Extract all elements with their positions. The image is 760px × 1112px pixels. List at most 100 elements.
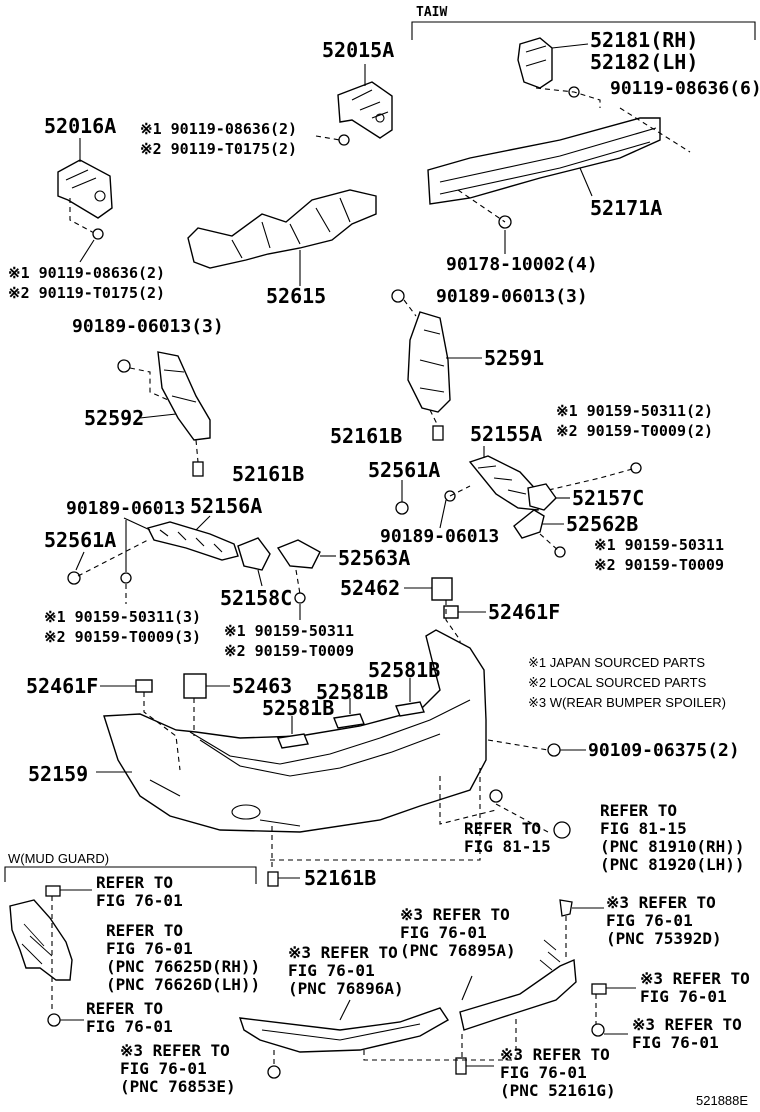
label-90159-T0009-right: ※2 90159-T0009 (594, 556, 724, 574)
taiw-group-bracket (411, 21, 756, 40)
retainer-refer-81-15 (489, 789, 503, 803)
label-52561A-right: 52561A (368, 458, 441, 482)
ref-fig-76-01-bolt[interactable]: REFER TO FIG 76-01 (86, 999, 173, 1036)
bolt-mud-guard-b (47, 1013, 61, 1027)
label-90159-T0009-middle: ※2 90159-T0009 (224, 642, 354, 660)
label-52581B-lower: 52581B (262, 696, 335, 720)
mud-guard (9, 899, 73, 981)
label-52161B-upper: 52161B (330, 424, 403, 448)
bracket-52015A (337, 81, 393, 139)
pad-52581B-c (395, 701, 425, 717)
ref-fig-76-01-mud-guard[interactable]: REFER TO FIG 76-01 (PNC 76625D(RH)) (PNC… (106, 921, 261, 994)
bolt-90159-a (630, 462, 642, 474)
spoiler-76896A (238, 1007, 449, 1053)
label-52563A: 52563A (338, 546, 411, 570)
ref-fig-76-01-75392D[interactable]: ※3 REFER TO FIG 76-01 (PNC 75392D) (606, 893, 722, 948)
label-52016A: 52016A (44, 114, 117, 138)
ref-fig-76-01-clip-right[interactable]: ※3 REFER TO FIG 76-01 (640, 969, 750, 1006)
label-90159-T0009-3: ※2 90159-T0009(3) (44, 628, 202, 646)
label-90178-10002: 90178-10002(4) (446, 254, 598, 275)
pad-52581B-b (333, 713, 365, 729)
clip-52161B-b (192, 461, 204, 477)
label-52581B-upper: 52581B (368, 658, 441, 682)
label-90189-06013-3-left: 90189-06013(3) (72, 316, 224, 337)
legend-japan-sourced: ※1 JAPAN SOURCED PARTS (528, 655, 706, 670)
label-52615: 52615 (266, 284, 327, 308)
label-52592: 52592 (84, 406, 145, 430)
label-90119-T0175-2-lower: ※2 90119-T0175(2) (8, 284, 166, 302)
ref-fig-76-01-76895A[interactable]: ※3 REFER TO FIG 76-01 (PNC 76895A) (400, 905, 516, 960)
absorber-52615 (187, 189, 377, 269)
reinforcement-52171A (427, 117, 661, 205)
ref-fig-81-15-reflector[interactable]: REFER TO FIG 81-15 (PNC 81910(RH)) (PNC … (600, 801, 745, 874)
clip-52161B-a (432, 425, 444, 441)
bolt-52561A-a (395, 501, 409, 515)
label-90159-50311-right: ※1 90159-50311 (594, 536, 724, 554)
taiw-group-title: TAIW (416, 5, 448, 20)
bracket-52181 (517, 37, 553, 89)
bolt-90109 (547, 743, 561, 757)
bolt-90119-b (92, 228, 104, 240)
ref-fig-76-01-76853E[interactable]: ※3 REFER TO FIG 76-01 (PNC 76853E) (120, 1041, 236, 1096)
label-52158C: 52158C (220, 586, 293, 610)
label-90159-50311-2: ※1 90159-50311(2) (556, 402, 714, 420)
pad-52462 (431, 577, 453, 601)
label-52561A-left: 52561A (44, 528, 117, 552)
bolt-90189-b (117, 359, 131, 373)
label-90159-50311-3: ※1 90159-50311(3) (44, 608, 202, 626)
pad-52461F-b (135, 679, 153, 693)
label-52461F-right: 52461F (488, 600, 561, 624)
retainer-52158C (237, 537, 271, 571)
clip-76853E (267, 1065, 281, 1079)
label-52462: 52462 (340, 576, 401, 600)
label-90189-06013-right: 90189-06013 (380, 526, 500, 547)
label-52159: 52159 (28, 762, 89, 786)
clip-52161B-c (267, 871, 279, 887)
label-52463: 52463 (232, 674, 293, 698)
label-52181: 52181(RH) (590, 28, 699, 52)
ref-fig-81-15[interactable]: REFER TO FIG 81-15 (464, 819, 551, 856)
label-90159-T0009-2: ※2 90159-T0009(2) (556, 422, 714, 440)
retainer-52562B (513, 509, 545, 539)
retainer-52156A (146, 521, 239, 561)
figure-code: 521888E (696, 1093, 749, 1108)
bolt-90189-a (391, 289, 405, 303)
label-90119-08636-2-lower: ※1 90119-08636(2) (8, 264, 166, 282)
spoiler-76895A (459, 939, 577, 1031)
label-52562B: 52562B (566, 512, 639, 536)
label-90119-08636-6: 90119-08636(6) (610, 78, 760, 99)
reflector-refer-81-15 (553, 821, 571, 839)
ref-fig-76-01-bolt-right[interactable]: ※3 REFER TO FIG 76-01 (632, 1015, 742, 1052)
label-90189-06013-3-right: 90189-06013(3) (436, 286, 588, 307)
bracket-52016A (57, 159, 113, 219)
label-52461F-left: 52461F (26, 674, 99, 698)
clip-75392D (559, 899, 573, 917)
ref-fig-76-01-clip[interactable]: REFER TO FIG 76-01 (96, 873, 183, 910)
label-52161B-middle: 52161B (232, 462, 305, 486)
label-52591: 52591 (484, 346, 545, 370)
bolt-90159-b (554, 546, 566, 558)
label-52155A: 52155A (470, 422, 543, 446)
bolt-90119-a (338, 134, 350, 146)
label-90119-08636-2-upper: ※1 90119-08636(2) (140, 120, 298, 138)
ref-fig-76-01-76896A[interactable]: ※3 REFER TO FIG 76-01 (PNC 76896A) (288, 943, 404, 998)
pad-52581B-a (277, 733, 309, 749)
bumper-cover-52159 (103, 629, 487, 833)
label-90159-50311-middle: ※1 90159-50311 (224, 622, 354, 640)
label-52182: 52182(LH) (590, 50, 699, 74)
clip-mud-guard-a (45, 885, 61, 897)
label-90189-06013-left: 90189-06013 (66, 498, 186, 519)
label-52581B-middle: 52581B (316, 680, 389, 704)
ref-fig-76-01-52161G[interactable]: ※3 REFER TO FIG 76-01 (PNC 52161G) (500, 1045, 616, 1100)
label-52015A: 52015A (322, 38, 395, 62)
retainer-52563A (276, 539, 321, 569)
arm-52591 (407, 311, 451, 413)
label-52171A: 52171A (590, 196, 663, 220)
clip-spoiler-a (591, 983, 607, 995)
retainer-52157C (527, 483, 557, 511)
pad-52463 (183, 673, 207, 699)
mud-guard-group-title: W(MUD GUARD) (8, 851, 110, 866)
label-90109-06375: 90109-06375(2) (588, 740, 740, 761)
